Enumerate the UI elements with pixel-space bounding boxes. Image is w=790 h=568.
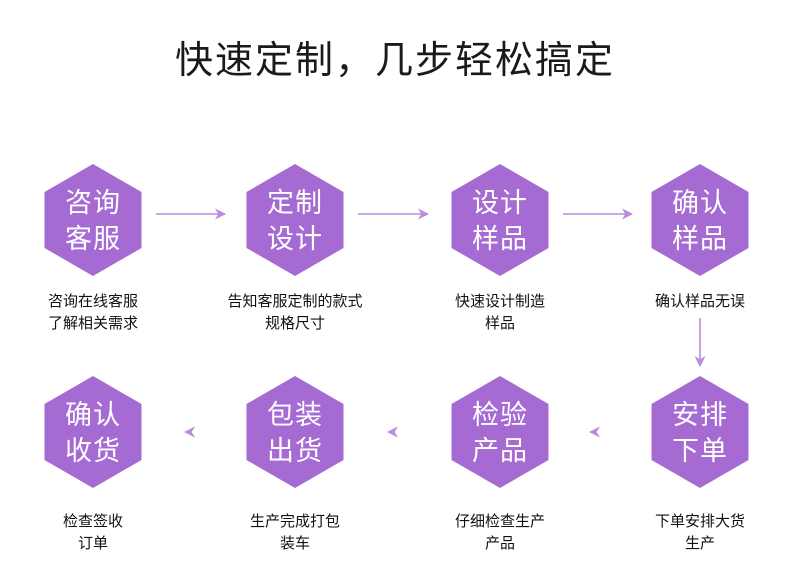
step-8-label-line-2: 收货 bbox=[65, 436, 121, 467]
step-7-description-line-2: 装车 bbox=[279, 534, 310, 552]
step-hexagon-6 bbox=[451, 376, 549, 488]
step-node-4: 确认样品 bbox=[651, 164, 749, 276]
step-2-description-line-2: 规格尺寸 bbox=[264, 314, 325, 332]
step-2-description: 告知客服定制的款式规格尺寸 bbox=[195, 290, 395, 334]
step-3-label-line-2: 样品 bbox=[472, 224, 528, 255]
step-1-label-line-1: 咨询 bbox=[65, 188, 121, 219]
step-hexagon-1 bbox=[44, 164, 142, 276]
step-8-label-line-1: 确认 bbox=[65, 400, 121, 431]
step-1-label-line-2: 客服 bbox=[65, 224, 121, 255]
step-hexagon-4 bbox=[651, 164, 749, 276]
step-3-description-line-1: 快速设计制造 bbox=[454, 292, 545, 310]
step-5-label-line-1: 安排 bbox=[672, 400, 728, 431]
step-7-description: 生产完成打包装车 bbox=[195, 510, 395, 554]
step-4-label-line-1: 确认 bbox=[672, 188, 728, 219]
page-title: 快速定制，几步轻松搞定 bbox=[174, 38, 615, 82]
step-4-description-line-1: 确认样品无误 bbox=[654, 292, 745, 310]
step-1-description-line-1: 咨询在线客服 bbox=[47, 292, 138, 310]
step-hexagon-7 bbox=[246, 376, 344, 488]
step-2-label-line-1: 定制 bbox=[267, 188, 323, 219]
step-hexagon-3 bbox=[451, 164, 549, 276]
step-hexagon-2 bbox=[246, 164, 344, 276]
step-5-description-line-1: 下单安排大货 bbox=[654, 512, 745, 530]
step-8-description-line-1: 检查签收 bbox=[62, 512, 123, 530]
step-4-label-line-2: 样品 bbox=[672, 224, 728, 255]
step-4-description: 确认样品无误 bbox=[600, 290, 790, 312]
step-5-label-line-2: 下单 bbox=[672, 436, 728, 467]
step-6-label-line-2: 产品 bbox=[472, 436, 528, 467]
step-6-description-line-1: 仔细检查生产 bbox=[454, 512, 545, 530]
step-7-label-line-2: 出货 bbox=[267, 436, 323, 467]
step-5-description-line-2: 生产 bbox=[684, 534, 715, 552]
step-1-description: 咨询在线客服了解相关需求 bbox=[0, 290, 193, 334]
step-hexagon-5 bbox=[651, 376, 749, 488]
step-3-description: 快速设计制造样品 bbox=[400, 290, 600, 334]
step-8-description-line-2: 订单 bbox=[77, 534, 108, 552]
step-3-label-line-1: 设计 bbox=[472, 188, 528, 219]
step-6-label-line-1: 检验 bbox=[472, 400, 528, 431]
step-5-description: 下单安排大货生产 bbox=[600, 510, 790, 554]
step-7-label-line-1: 包装 bbox=[267, 400, 323, 431]
step-6-description: 仔细检查生产产品 bbox=[400, 510, 600, 554]
step-3-description-line-2: 样品 bbox=[484, 314, 515, 332]
step-6-description-line-2: 产品 bbox=[484, 534, 515, 552]
step-2-label-line-2: 设计 bbox=[267, 224, 323, 255]
step-8-description: 检查签收订单 bbox=[0, 510, 193, 554]
step-1-description-line-2: 了解相关需求 bbox=[47, 314, 138, 332]
step-7-description-line-1: 生产完成打包 bbox=[249, 512, 340, 530]
step-2-description-line-1: 告知客服定制的款式 bbox=[227, 292, 363, 310]
step-hexagon-8 bbox=[44, 376, 142, 488]
